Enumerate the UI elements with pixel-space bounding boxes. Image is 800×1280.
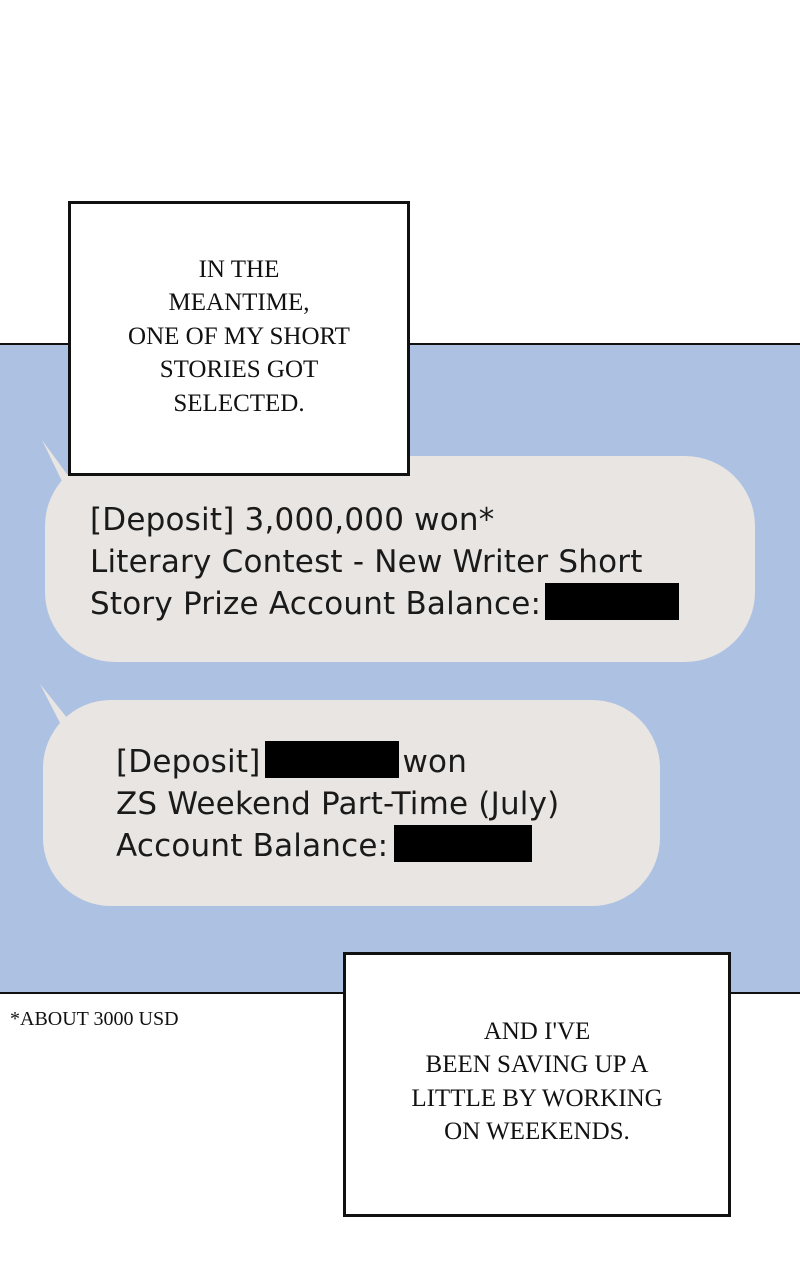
message-2-line-2: ZS Weekend Part-Time (July) xyxy=(116,786,560,822)
caption-bottom-line-2: BEEN SAVING UP A xyxy=(425,1051,649,1078)
message-2-balance-label: Account Balance: xyxy=(116,828,389,864)
message-2-line-1: [Deposit] won xyxy=(116,741,559,783)
redacted-amount xyxy=(264,741,399,778)
caption-bottom-line-4: ON WEEKENDS. xyxy=(444,1118,630,1145)
redacted-balance-2 xyxy=(394,825,533,862)
message-1-line-2: Literary Contest - New Writer Short xyxy=(90,544,643,580)
message-bubble-2: [Deposit] won ZS Weekend Part-Time (July)… xyxy=(36,684,666,909)
message-bubble-1: [Deposit] 3,000,000 won* Literary Contes… xyxy=(36,440,756,665)
message-2-currency: won xyxy=(402,744,468,780)
caption-top-line-2: MEANTIME, xyxy=(168,289,310,317)
caption-box-top: IN THE MEANTIME, ONE OF MY SHORT STORIES… xyxy=(68,201,410,476)
message-1-line-1: [Deposit] 3,000,000 won* xyxy=(90,502,495,538)
redacted-balance-1 xyxy=(545,583,680,620)
message-2-line-3: Account Balance: xyxy=(116,825,559,867)
caption-top-line-5: SELECTED. xyxy=(173,389,305,417)
footnote: *ABOUT 3000 USD xyxy=(10,1008,179,1030)
caption-bottom-line-1: AND I'VE xyxy=(483,1017,591,1045)
caption-top-line-1: IN THE xyxy=(198,255,280,283)
message-1-line-3: Story Prize Account Balance: xyxy=(90,583,680,625)
caption-top-line-4: STORIES GOT xyxy=(159,356,319,384)
message-1-balance-label: Story Prize Account Balance: xyxy=(90,586,542,622)
caption-top-line-3: ONE OF MY SHORT xyxy=(128,322,350,350)
caption-bottom-line-3: LITTLE BY WORKING xyxy=(411,1084,663,1112)
caption-box-bottom: AND I'VE BEEN SAVING UP A LITTLE BY WORK… xyxy=(343,952,731,1217)
message-2-deposit-label: [Deposit] xyxy=(116,744,261,780)
message-2-text: [Deposit] won ZS Weekend Part-Time (July)… xyxy=(116,741,559,867)
message-1-text: [Deposit] 3,000,000 won* Literary Contes… xyxy=(90,499,680,625)
